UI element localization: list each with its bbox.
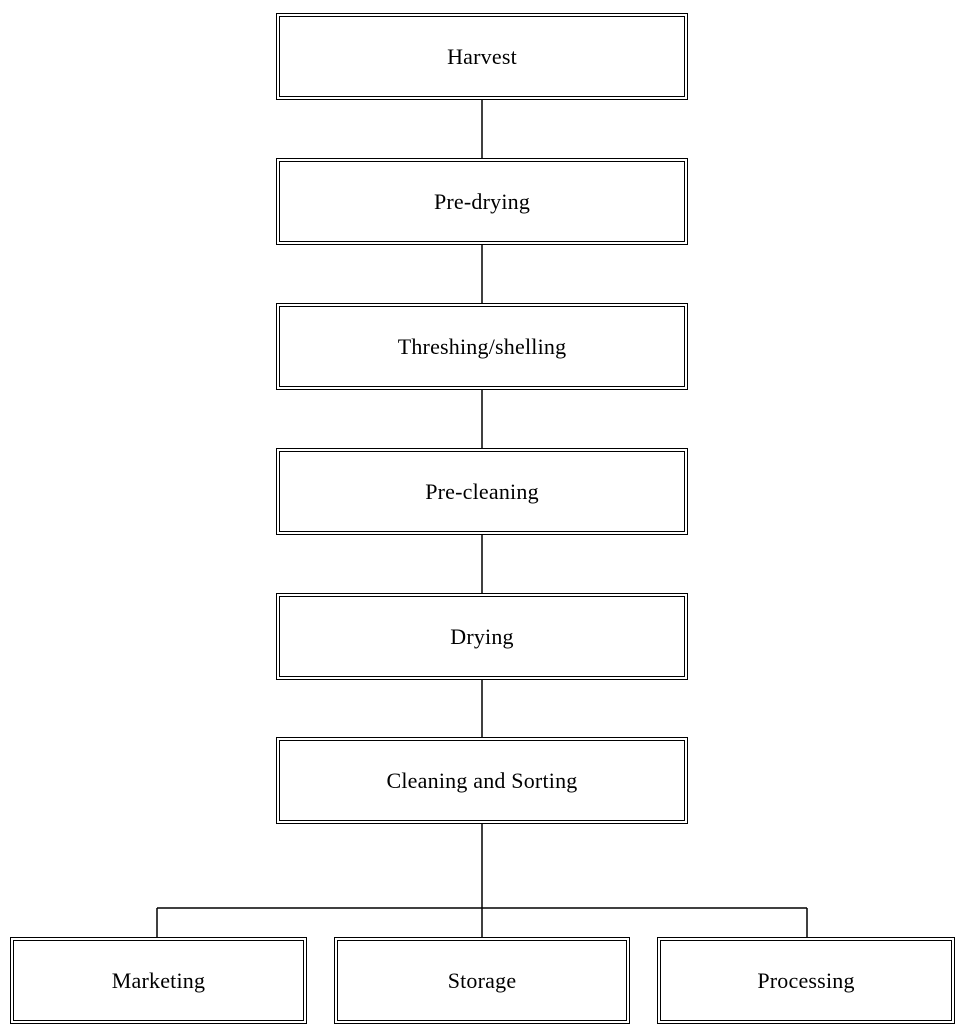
step-harvest-label: Harvest — [447, 43, 517, 69]
step-threshing-shelling: Threshing/shelling — [276, 303, 688, 390]
outcome-marketing: Marketing — [10, 937, 307, 1024]
outcome-marketing-label: Marketing — [111, 967, 206, 993]
step-cleaning-and-sorting-label: Cleaning and Sorting — [386, 767, 578, 793]
outcome-storage-frame: Storage — [337, 940, 627, 1021]
outcome-processing-label: Processing — [757, 967, 855, 993]
step-drying: Drying — [276, 593, 688, 680]
step-pre-cleaning-label: Pre-cleaning — [425, 478, 539, 504]
step-cleaning-and-sorting-frame: Cleaning and Sorting — [279, 740, 685, 821]
step-threshing-shelling-frame: Threshing/shelling — [279, 306, 685, 387]
step-drying-label: Drying — [450, 623, 514, 649]
step-drying-frame: Drying — [279, 596, 685, 677]
outcome-processing: Processing — [657, 937, 955, 1024]
step-threshing-shelling-label: Threshing/shelling — [397, 333, 567, 359]
step-pre-drying-frame: Pre-drying — [279, 161, 685, 242]
step-harvest: Harvest — [276, 13, 688, 100]
outcome-storage: Storage — [334, 937, 630, 1024]
step-pre-cleaning-frame: Pre-cleaning — [279, 451, 685, 532]
outcome-processing-frame: Processing — [660, 940, 952, 1021]
outcome-marketing-frame: Marketing — [13, 940, 304, 1021]
step-cleaning-and-sorting: Cleaning and Sorting — [276, 737, 688, 824]
step-pre-cleaning: Pre-cleaning — [276, 448, 688, 535]
step-pre-drying-label: Pre-drying — [433, 188, 531, 214]
outcome-storage-label: Storage — [447, 967, 517, 993]
step-harvest-frame: Harvest — [279, 16, 685, 97]
step-pre-drying: Pre-drying — [276, 158, 688, 245]
